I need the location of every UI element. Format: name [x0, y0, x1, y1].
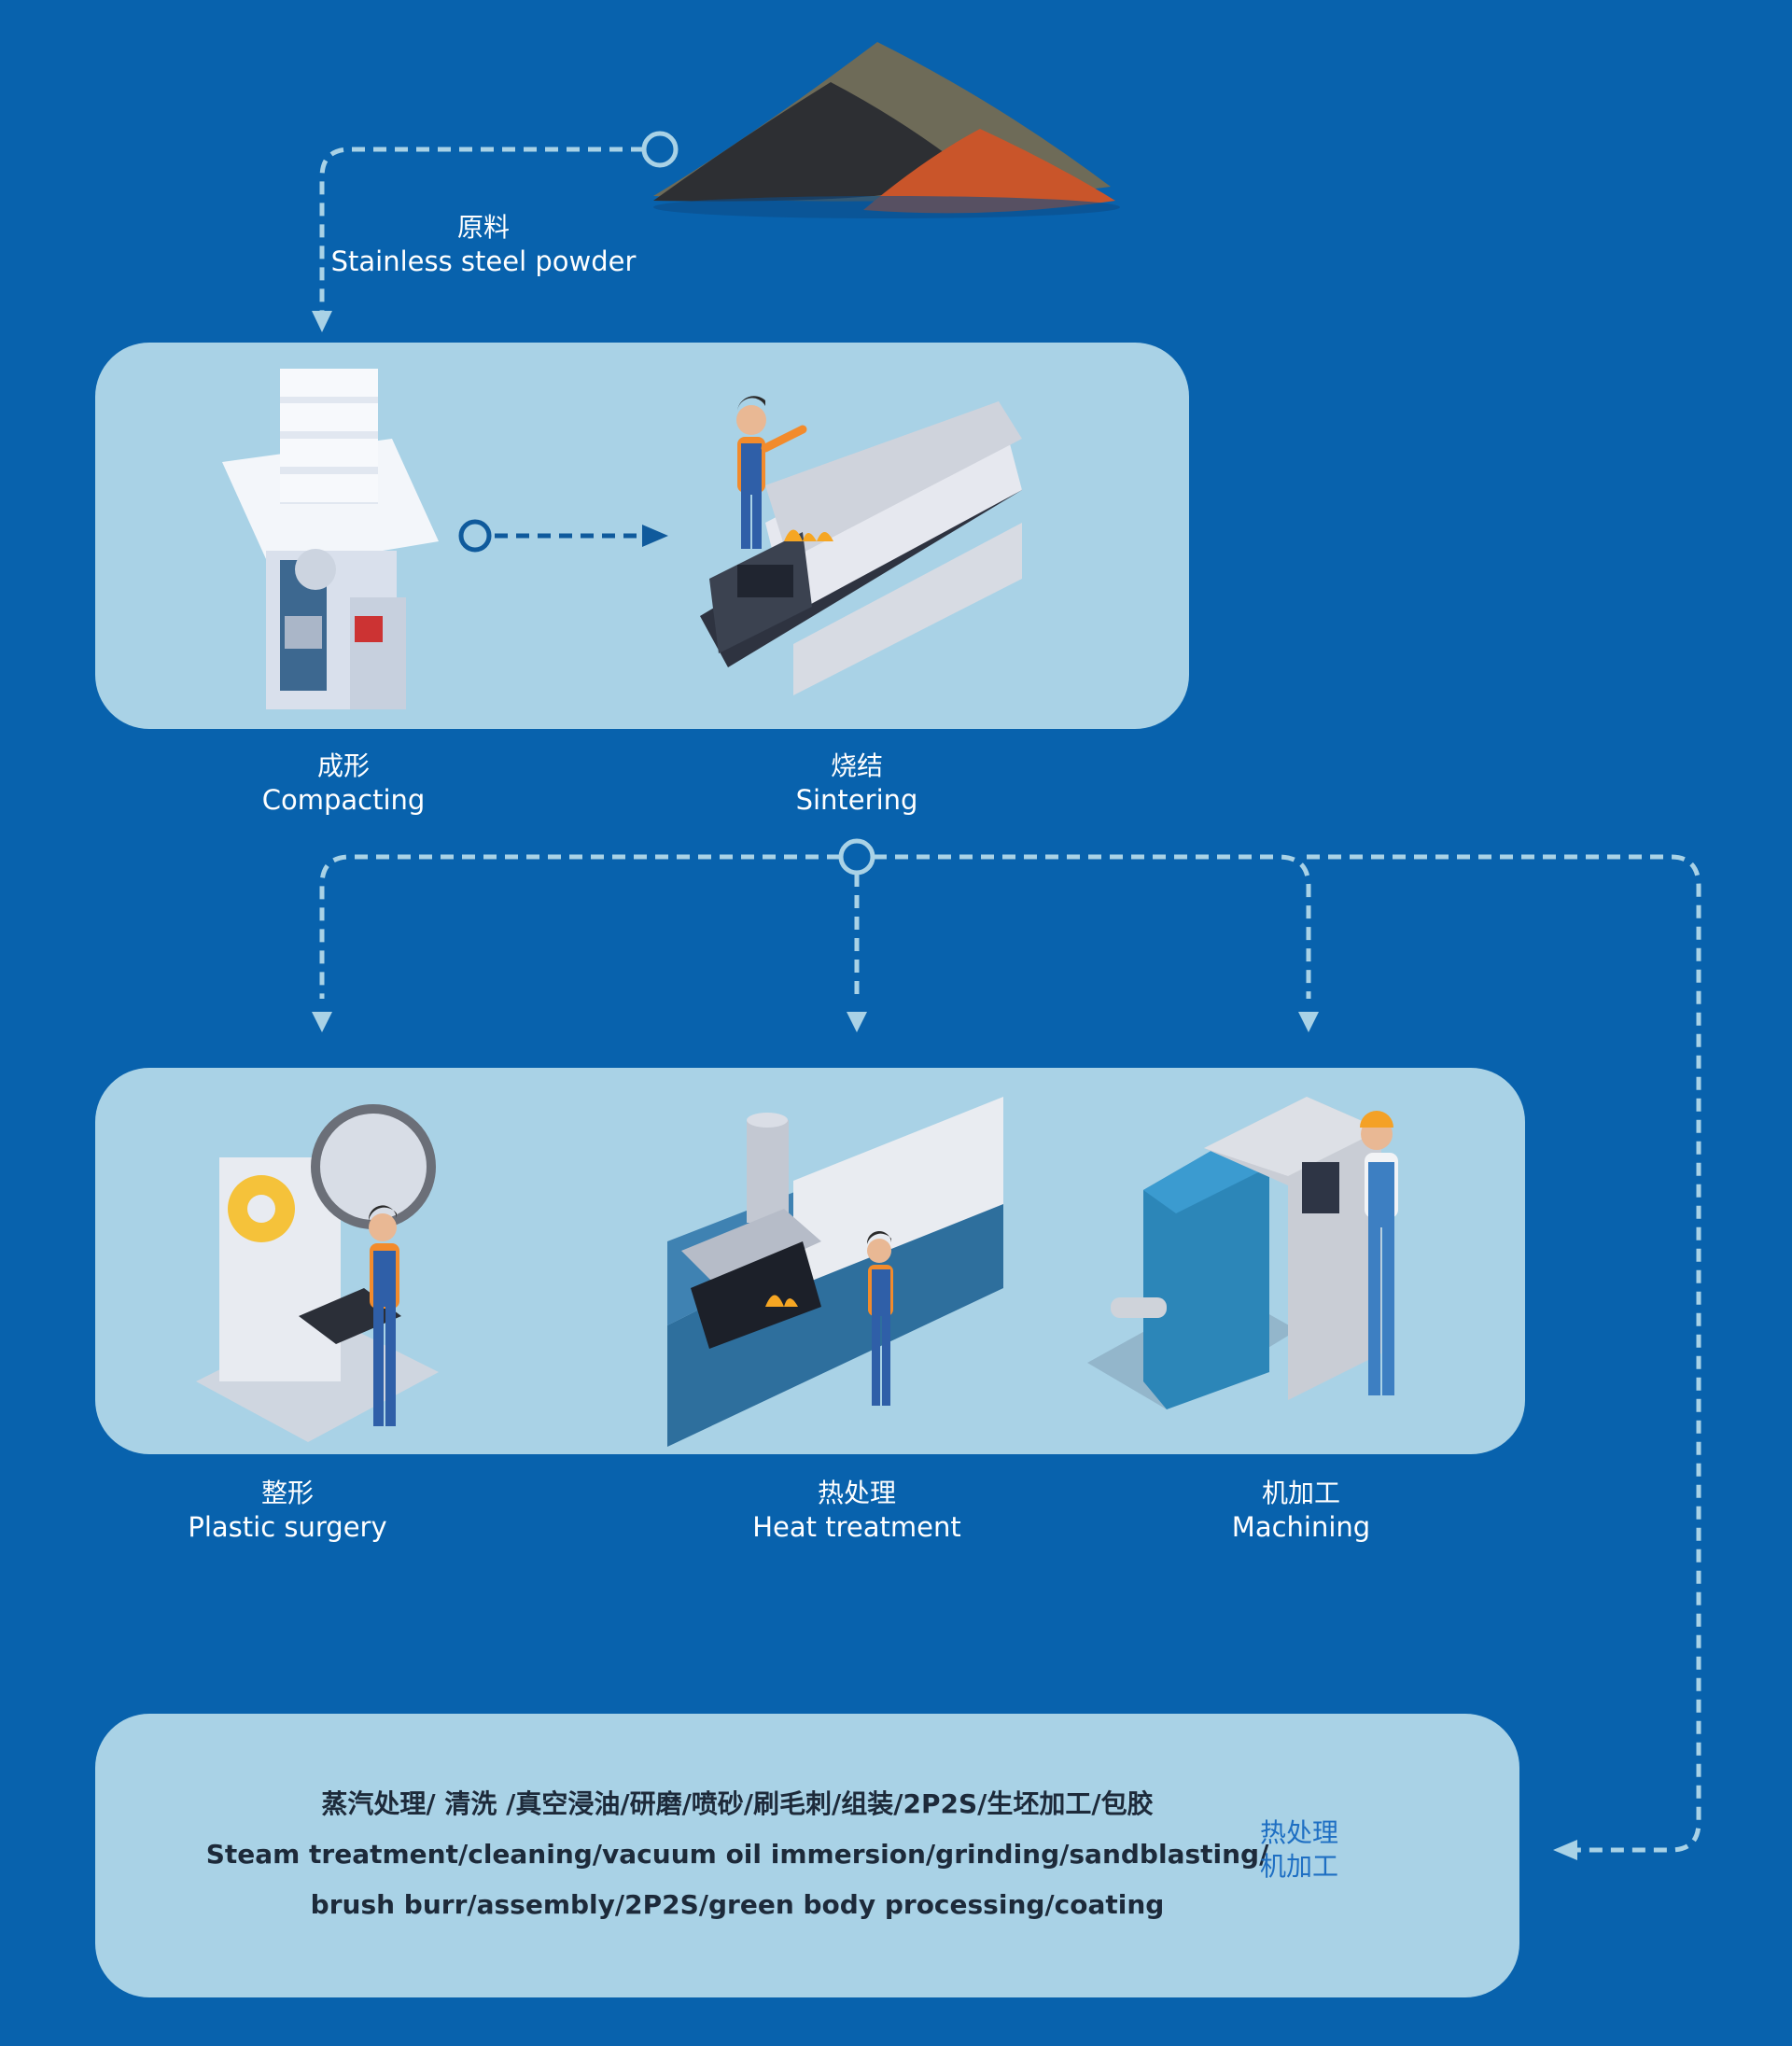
sintering-furnace-icon — [700, 396, 1022, 695]
raw-material-zh: 原料 — [456, 212, 510, 243]
sintering-zh: 烧结 — [830, 750, 884, 781]
plastic-surgery-label: 整形 Plastic surgery — [188, 1477, 386, 1544]
arrow-down-icon — [312, 311, 332, 332]
machining-zh: 机加工 — [1261, 1478, 1340, 1508]
compacting-en: Compacting — [261, 784, 426, 816]
compacting-label: 成形 Compacting — [262, 750, 426, 817]
sintering-label: 烧结 Sintering — [796, 750, 918, 817]
raw-material-en: Stainless steel powder — [330, 245, 637, 277]
sintering-en: Sintering — [795, 784, 918, 816]
plastic-surgery-zh: 整形 — [260, 1478, 315, 1508]
side-note-heat-treatment: 热处理 — [1260, 1817, 1339, 1848]
compacting-zh: 成形 — [316, 750, 370, 781]
heat-treatment-furnace-icon — [667, 1097, 1003, 1447]
post-processing-description: 蒸汽处理/ 清洗 /真空浸油/研磨/喷砂/刷毛刺/组装/2P2S/生坯加工/包胶… — [177, 1779, 1297, 1930]
arrow-down-icon — [1298, 1012, 1319, 1032]
machining-en: Machining — [1231, 1511, 1371, 1543]
heat-treatment-en: Heat treatment — [752, 1511, 961, 1543]
powder-pile-icon — [653, 42, 1120, 218]
bottom-process-panel — [95, 1714, 1519, 1997]
arrow-right-icon — [642, 525, 668, 547]
arrow-left-icon — [1553, 1840, 1577, 1860]
distribution-connectors — [319, 854, 1701, 1853]
cnc-machine-icon — [1087, 1097, 1398, 1409]
connector-node — [641, 131, 679, 168]
plastic-surgery-en: Plastic surgery — [188, 1511, 387, 1543]
post-processing-en-line-1: Steam treatment/cleaning/vacuum oil imme… — [205, 1839, 1269, 1870]
connector-node — [458, 519, 492, 553]
connector-node — [838, 838, 875, 876]
arrow-down-icon — [312, 1012, 332, 1032]
raw-material-label: 原料 Stainless steel powder — [331, 211, 637, 278]
compacting-press-icon — [222, 369, 439, 709]
press-machine-icon — [196, 1104, 439, 1442]
arrow-down-icon — [847, 1012, 867, 1032]
post-processing-zh: 蒸汽处理/ 清洗 /真空浸油/研磨/喷砂/刷毛刺/组装/2P2S/生坯加工/包胶 — [321, 1788, 1154, 1819]
heat-treatment-zh: 热处理 — [817, 1478, 896, 1508]
side-note-machining: 机加工 — [1260, 1851, 1339, 1882]
machining-label: 机加工 Machining — [1232, 1477, 1370, 1544]
heat-treatment-label: 热处理 Heat treatment — [752, 1477, 961, 1544]
post-processing-en-line-2: brush burr/assembly/2P2S/green body proc… — [310, 1889, 1165, 1920]
bottom-side-note: 热处理 机加工 — [1260, 1816, 1338, 1884]
